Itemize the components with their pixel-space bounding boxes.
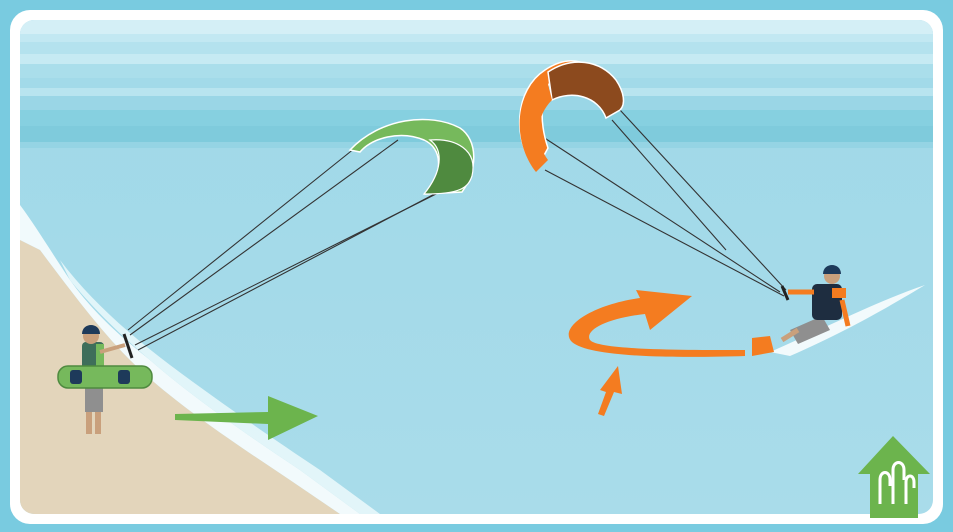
scene (20, 20, 933, 514)
person-holding-board (57, 325, 153, 434)
three-leaf-up-arrow-logo (858, 436, 930, 518)
left-kite-lines (127, 139, 466, 351)
green-direction-arrow (175, 396, 318, 440)
orange-turn-arrow (568, 290, 745, 416)
right-kite-lines (539, 109, 787, 297)
orange-kite (519, 60, 625, 172)
sand-beach (20, 240, 340, 514)
rider-on-board (752, 265, 925, 356)
green-kite (348, 118, 475, 195)
horizon-stripes (20, 20, 933, 148)
